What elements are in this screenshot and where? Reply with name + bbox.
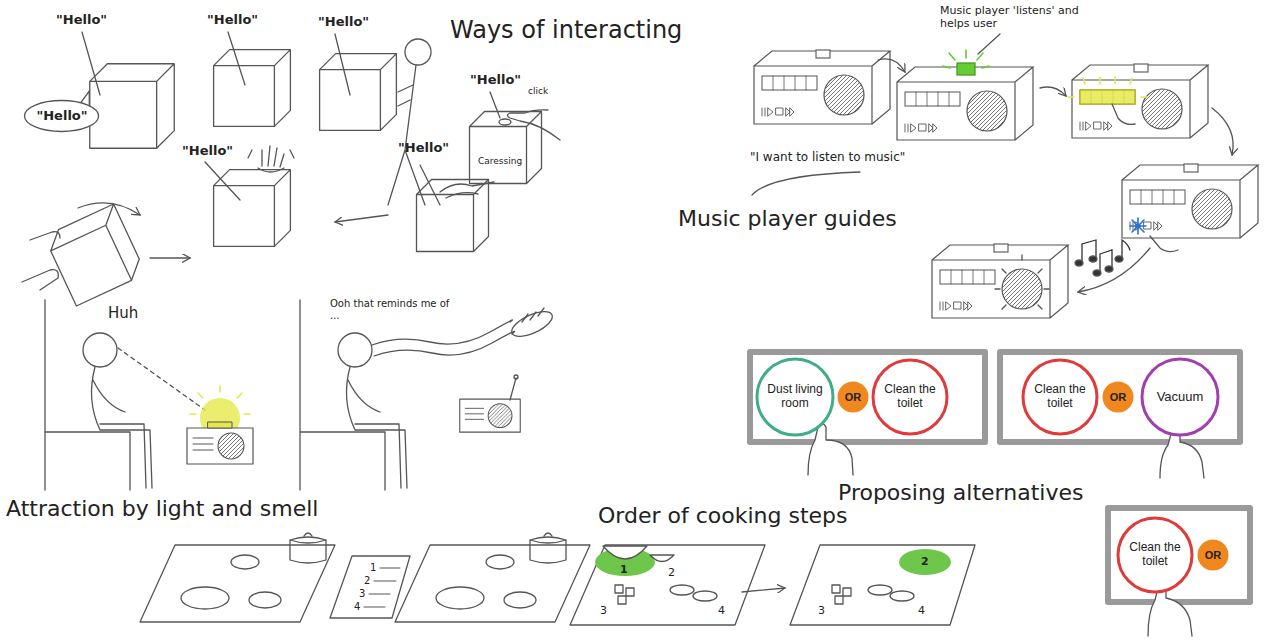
choice-circle: Dust living room [755,357,835,437]
node-text: Dust living room [764,383,826,411]
speech-bubble: "Hello" [23,99,100,133]
sketch-label: 3 [600,604,607,617]
sketch-label: 2 [364,575,370,587]
choice-circle: Clean the toilet [1116,516,1194,594]
sketch-label: 4 [918,604,925,617]
sketch-label: Huh [108,304,138,322]
node-text: OR [1110,391,1127,404]
sketch-label: "Hello" [56,12,107,28]
sketch-label: Ooh that reminds me of ... [330,298,450,322]
sketch-label: 3 [818,604,825,617]
sketch-label: 2 [668,566,675,579]
alternative-screens [750,352,1250,636]
sketch-label: "Hello" [207,12,258,28]
node-text: Vacuum [1157,390,1204,405]
section-heading: Order of cooking steps [598,503,848,529]
attraction-scene [45,300,556,490]
choice-circle: OR [1197,539,1229,571]
sketch-label: 1 [370,562,376,574]
node-text: "Hello" [36,109,87,124]
sketch-label: "I want to listen to music" [750,150,905,164]
cooking-scene [140,533,975,625]
sketch-label: click [528,86,548,97]
interaction-cubes [22,32,560,306]
section-heading: Proposing alternatives [838,480,1083,506]
sketch-label: Caressing [478,156,522,167]
sketch-label: 1 [620,563,628,576]
sketch-label: 3 [359,588,365,600]
choice-circle: OR [837,381,869,413]
sketch-label: 4 [354,601,360,613]
sketch-label: "Hello" [318,14,369,30]
section-heading: Music player guides [678,206,897,232]
node-text: Clean the toilet [1030,383,1091,411]
section-heading: Attraction by light and smell [6,496,318,522]
choice-circle: Clean the toilet [871,358,949,436]
sketch-label: Music player 'listens' and helps user [940,4,1090,30]
node-text: OR [845,391,862,404]
choice-circle: Clean the toilet [1021,358,1099,436]
sketch-label: "Hello" [470,72,521,88]
sketch-label: 4 [718,604,725,617]
sketch-label: "Hello" [398,140,449,156]
choice-circle: Vacuum [1140,357,1220,437]
section-heading: Ways of interacting [450,16,682,45]
node-text: Clean the toilet [1125,541,1186,569]
node-text: Clean the toilet [880,383,941,411]
music-players [752,34,1258,318]
node-text: OR [1205,549,1222,562]
sketch-label: 2 [921,555,929,568]
sketch-label: "Hello" [182,143,233,159]
choice-circle: OR [1102,381,1134,413]
